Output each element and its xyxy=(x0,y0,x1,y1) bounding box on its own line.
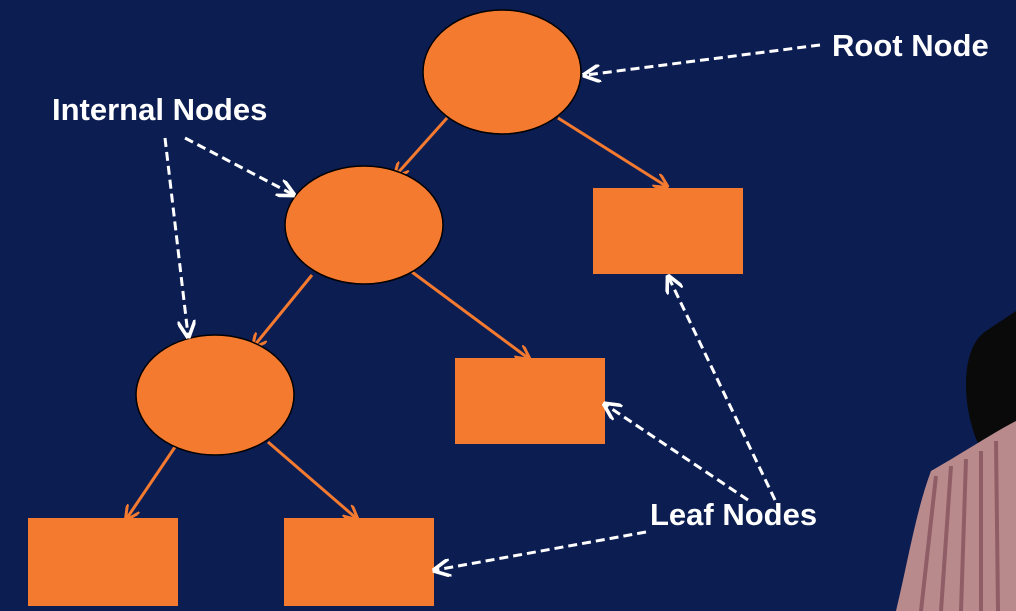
tree-edges xyxy=(127,116,666,518)
internal-nodes-label: Internal Nodes xyxy=(52,92,268,127)
pointer-root xyxy=(586,43,821,75)
tree-nodes xyxy=(28,9,743,606)
root-node xyxy=(422,9,582,135)
edge-internal-2-to-leaf-3 xyxy=(127,446,177,518)
edge-internal-1-to-internal-2 xyxy=(254,274,314,346)
presenter-figure xyxy=(896,311,1016,611)
root-node-label: Root Node xyxy=(832,28,989,63)
leaf-node-3 xyxy=(28,518,178,606)
edge-internal-2-to-leaf-4 xyxy=(267,440,356,518)
leaf-node-4 xyxy=(284,518,434,606)
pointer-internal-1 xyxy=(184,136,292,194)
pointer-leaf-1 xyxy=(669,278,777,501)
leaf-nodes-label: Leaf Nodes xyxy=(650,497,818,532)
edge-root-to-internal-1 xyxy=(396,116,449,175)
internal-node-1 xyxy=(284,165,444,285)
presenter-hair xyxy=(965,311,1016,461)
leaf-node-2 xyxy=(455,358,605,444)
shirt-stripes xyxy=(919,440,1000,611)
pointer-arrows xyxy=(163,43,821,570)
pointer-leaf-4 xyxy=(436,530,647,570)
pointer-leaf-2 xyxy=(606,405,749,502)
edge-root-to-leaf-1 xyxy=(557,116,666,186)
pointer-internal-2 xyxy=(163,137,188,335)
internal-node-2 xyxy=(135,334,295,456)
leaf-node-1 xyxy=(593,188,743,274)
edge-internal-1-to-leaf-2 xyxy=(411,270,528,358)
